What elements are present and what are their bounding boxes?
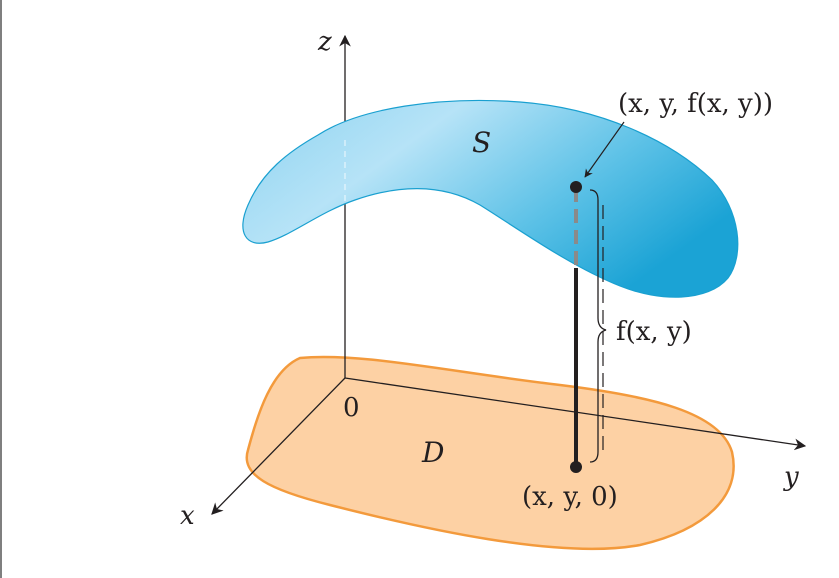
height-label: f(x, y) <box>616 317 692 347</box>
top-point-dot <box>570 181 582 193</box>
y-axis-label: y <box>783 462 799 492</box>
height-brace <box>589 189 607 463</box>
surface-s-shape <box>242 99 739 298</box>
region-label: D <box>421 436 444 469</box>
top-point-label: (x, y, f(x, y)) <box>618 89 773 119</box>
surface-label: S <box>472 126 491 159</box>
z-axis-label: z <box>317 27 332 57</box>
top-point-leader-arrow <box>584 121 625 178</box>
bottom-point-dot <box>570 461 582 473</box>
bottom-point-label: (x, y, 0) <box>522 482 618 512</box>
x-axis-label: x <box>180 501 195 531</box>
x-axis <box>211 377 346 515</box>
origin-label: 0 <box>343 393 360 423</box>
region-d-shape <box>245 355 735 551</box>
